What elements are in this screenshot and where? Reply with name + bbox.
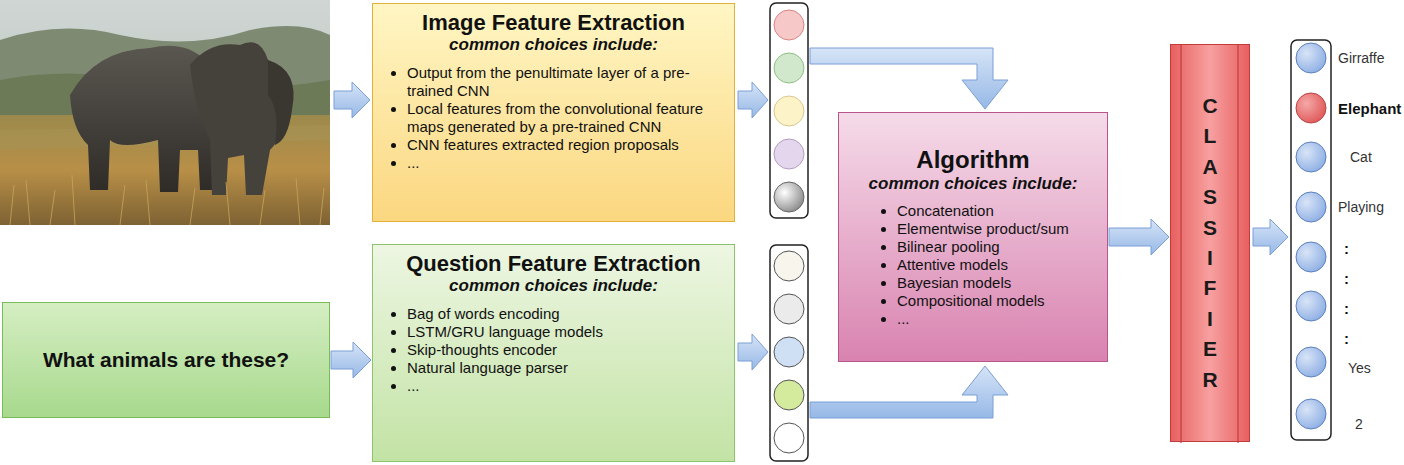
- classifier-inner-line: [1180, 45, 1181, 443]
- bullet-item: Local features from the convolutional fe…: [407, 100, 722, 136]
- bullet-item: Output from the penultimate layer of a p…: [407, 64, 722, 100]
- output-vector: [1291, 40, 1331, 440]
- bent-block-arrow: [810, 366, 1008, 418]
- output-label: :: [1344, 271, 1349, 286]
- bullet-item: Bilinear pooling: [897, 238, 1093, 256]
- block-arrow: [1253, 219, 1288, 255]
- box-subtitle: common choices include:: [853, 174, 1093, 194]
- box-heading: Image Feature Extraction: [385, 10, 722, 35]
- bent-block-arrow: [810, 48, 1008, 109]
- bullet-item: Concatenation: [897, 202, 1093, 220]
- bullet-list: ConcatenationElementwise product/sumBili…: [875, 202, 1093, 328]
- block-arrow: [738, 334, 768, 370]
- bullet-item: CNN features extracted region proposals: [407, 136, 722, 154]
- output-label: 2: [1355, 417, 1363, 431]
- output-label: Playing: [1338, 200, 1384, 214]
- bullet-item: ...: [407, 154, 722, 172]
- algorithm-box: Algorithmcommon choices include: Concaten…: [838, 112, 1108, 362]
- bullet-item: LSTM/GRU language models: [407, 323, 722, 341]
- classifier-text: CLASSIFIER: [1202, 91, 1219, 395]
- feature-box: Image Feature Extractioncommon choices i…: [372, 3, 735, 222]
- box-subtitle: common choices include:: [385, 35, 722, 55]
- output-label: Cat: [1350, 150, 1372, 164]
- block-arrow: [738, 82, 768, 118]
- box-subtitle: common choices include:: [385, 276, 722, 296]
- question-box: What animals are these?: [2, 302, 330, 418]
- bullet-list: Output from the penultimate layer of a p…: [385, 64, 722, 172]
- box-heading: Algorithm: [853, 146, 1093, 174]
- block-arrow: [1109, 219, 1169, 255]
- bullet-item: Bayesian models: [897, 274, 1093, 292]
- bullet-item: Natural language parser: [407, 359, 722, 377]
- output-label: Girraffe: [1338, 51, 1384, 65]
- classifier-block: CLASSIFIER: [1170, 44, 1250, 442]
- elephant-photo: [0, 0, 330, 225]
- classifier-inner-line: [1237, 45, 1238, 443]
- output-label: :: [1344, 331, 1349, 346]
- bullet-item: ...: [407, 377, 722, 395]
- question-feature-vector: [770, 245, 808, 461]
- image-feature-vector: [770, 3, 808, 218]
- block-arrow: [331, 342, 371, 378]
- bullet-item: Compositional models: [897, 292, 1093, 310]
- output-label: Elephant: [1338, 101, 1401, 116]
- bullet-list: Bag of words encodingLSTM/GRU language m…: [385, 305, 722, 395]
- block-arrow: [334, 82, 370, 118]
- box-heading: Question Feature Extraction: [385, 251, 722, 276]
- feature-box: Question Feature Extractioncommon choice…: [372, 244, 735, 462]
- bullet-item: Bag of words encoding: [407, 305, 722, 323]
- output-label: :: [1344, 241, 1349, 256]
- output-label: Yes: [1348, 361, 1371, 375]
- output-label: :: [1344, 301, 1349, 316]
- bullet-item: Attentive models: [897, 256, 1093, 274]
- bullet-item: Skip-thoughts encoder: [407, 341, 722, 359]
- bullet-item: ...: [897, 310, 1093, 328]
- question-text: What animals are these?: [43, 348, 289, 372]
- bullet-item: Elementwise product/sum: [897, 220, 1093, 238]
